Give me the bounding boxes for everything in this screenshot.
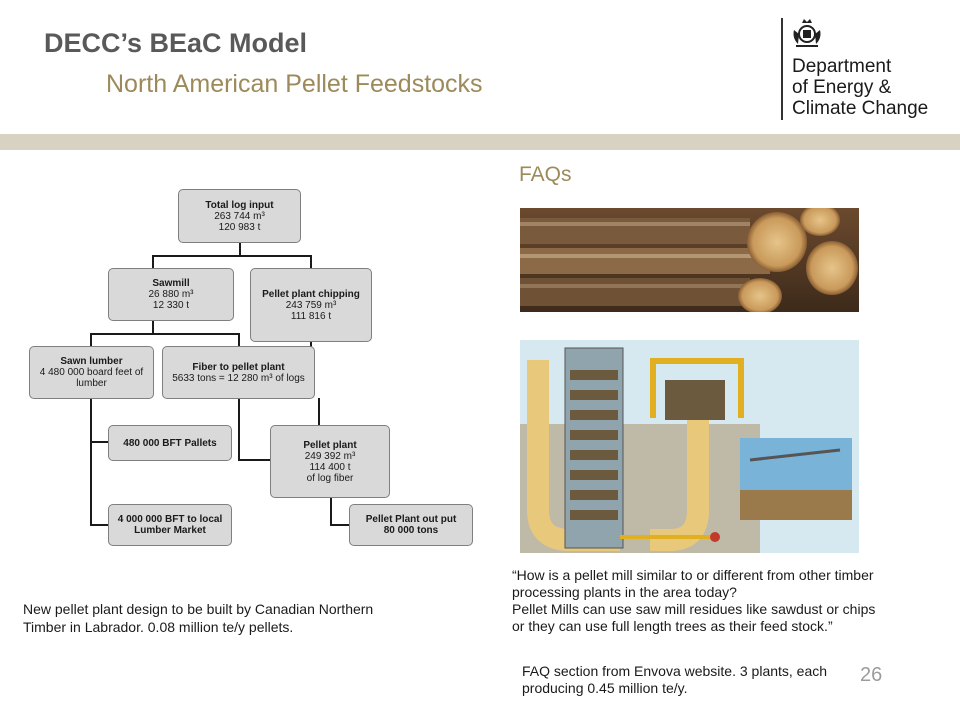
connector [152, 255, 154, 269]
box-pellet-plant-output: Pellet Plant out put 80 000 tons [349, 504, 473, 546]
connector [330, 524, 350, 526]
box-sawn-lumber: Sawn lumber 4 480 000 board feet of lumb… [29, 346, 154, 399]
connector [90, 524, 108, 526]
quote-line: Pellet Mills can use saw mill residues l… [512, 601, 876, 617]
box-pellet-plant-chipping: Pellet plant chipping 243 759 m³ 111 816… [250, 268, 372, 342]
box-title: Sawmill [152, 278, 190, 289]
box-value: 249 392 m³ [304, 450, 356, 462]
connector [90, 333, 92, 347]
box-value: 263 744 m³ [214, 210, 265, 222]
connector [318, 398, 320, 426]
header-band [0, 134, 960, 150]
caption-line: producing 0.45 million te/y. [522, 680, 688, 696]
box-title: Fiber to pellet plant [192, 361, 285, 373]
box-title: Total log input [205, 199, 274, 211]
connector [90, 333, 240, 335]
box-value: 12 330 t [152, 300, 190, 311]
box-title: 80 000 tons [383, 525, 439, 536]
connector [239, 242, 241, 256]
box-title: Pellet plant chipping [262, 288, 360, 300]
box-value: 5633 tons = 12 280 m³ of logs [172, 372, 305, 384]
department-logo-text: Department of Energy & Climate Change [792, 56, 928, 119]
quote-line: or they can use full length trees as the… [512, 618, 833, 634]
connector [330, 497, 332, 525]
quote-line: processing plants in the area today? [512, 584, 737, 600]
box-title: Pellet Plant out put [365, 514, 457, 525]
connector [238, 398, 240, 460]
quote-line: “How is a pellet mill similar to or diff… [512, 567, 874, 583]
caption-line: New pellet plant design to be built by C… [23, 601, 374, 617]
box-value: 111 816 t [290, 310, 332, 322]
box-value: 114 400 t [309, 461, 351, 473]
faq-caption: FAQ section from Envova website. 3 plant… [522, 663, 852, 697]
connector [238, 333, 240, 347]
logo-line: of Energy & [792, 77, 892, 98]
connector [90, 398, 92, 526]
box-title: Pellet plant [303, 439, 357, 451]
box-pellet-plant: Pellet plant 249 392 m³ 114 400 t of log… [270, 425, 390, 498]
box-value: lumber [76, 378, 107, 389]
box-fiber-to-pellet-plant: Fiber to pellet plant 5633 tons = 12 280… [162, 346, 315, 399]
diagram-caption: New pellet plant design to be built by C… [23, 600, 443, 636]
page-subtitle: North American Pellet Feedstocks [106, 70, 483, 98]
box-value: of log fiber [306, 472, 354, 484]
box-title: Lumber Market [134, 525, 206, 536]
box-value: 26 880 m³ [148, 289, 194, 300]
box-sawmill: Sawmill 26 880 m³ 12 330 t [108, 268, 234, 321]
royal-crest-icon [793, 19, 821, 47]
connector [152, 320, 154, 334]
faq-quote: “How is a pellet mill similar to or diff… [512, 567, 932, 635]
box-bft-pallets: 480 000 BFT Pallets [108, 425, 232, 461]
connector [238, 459, 270, 461]
page-number: 26 [860, 664, 883, 686]
box-total-log-input: Total log input 263 744 m³ 120 983 t [178, 189, 301, 243]
logo-line: Climate Change [792, 98, 929, 119]
connector [90, 441, 108, 443]
page-title: DECC’s BEaC Model [44, 28, 308, 58]
box-title: 4 000 000 BFT to local [117, 514, 223, 525]
connector [152, 255, 312, 257]
logs-photo [520, 208, 859, 312]
caption-line: Timber in Labrador. 0.08 million te/y pe… [23, 619, 294, 635]
logo-line: Department [792, 56, 892, 77]
faq-heading: FAQs [519, 163, 572, 186]
box-title: Sawn lumber [60, 356, 123, 367]
box-value: 4 480 000 board feet of [39, 367, 144, 378]
connector [310, 255, 312, 269]
logo-divider [781, 18, 783, 120]
box-local-lumber-market: 4 000 000 BFT to local Lumber Market [108, 504, 232, 546]
pellet-mill-illustration [520, 340, 859, 553]
box-value: 120 983 t [218, 221, 261, 233]
box-value: 243 759 m³ [285, 299, 337, 311]
box-title: 480 000 BFT Pallets [123, 437, 217, 449]
caption-line: FAQ section from Envova website. 3 plant… [522, 663, 828, 679]
